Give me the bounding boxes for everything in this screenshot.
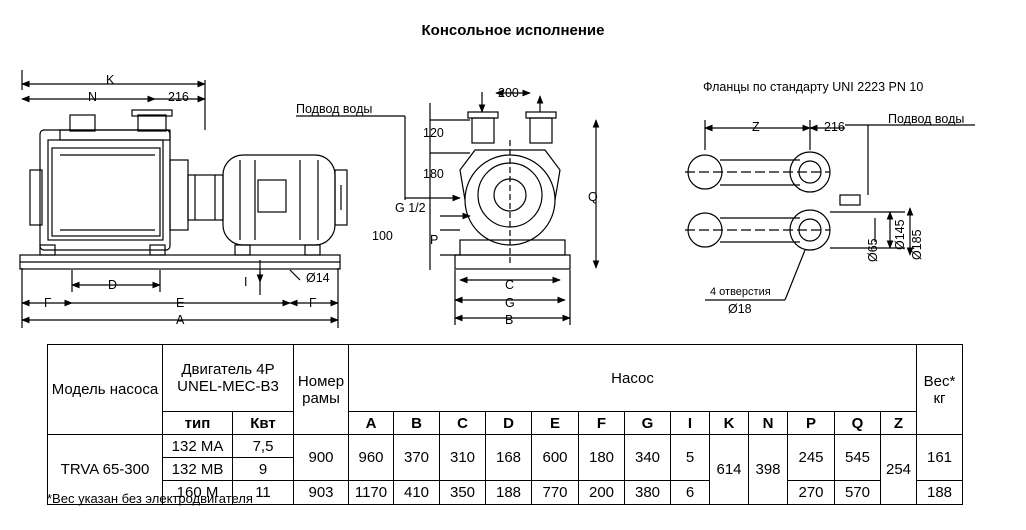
cell-kw: 7,5 xyxy=(232,434,294,458)
cell-weight: 161 xyxy=(916,434,963,481)
dim-120-label: 120 xyxy=(423,126,444,140)
col-z: Z xyxy=(880,411,917,435)
col-c: C xyxy=(439,411,486,435)
cell-b: 410 xyxy=(393,480,440,505)
page-title: Консольное исполнение xyxy=(421,22,605,39)
cell-q: 545 xyxy=(834,434,881,481)
dim-b-label: B xyxy=(505,313,514,327)
dim-d-label: D xyxy=(108,278,118,292)
col-p: P xyxy=(787,411,835,435)
header-frame: Номер рамы xyxy=(293,344,349,435)
dim-e-label: E xyxy=(176,296,185,310)
spec-table: Модель насоса Двигатель 4P UNEL-MEC-B3 Н… xyxy=(47,344,963,505)
col-a: A xyxy=(348,411,394,435)
footnote: *Вес указан без электродвигателя xyxy=(47,491,253,506)
cell-a: 960 xyxy=(348,434,394,481)
flange-water-inlet-label: Подвод воды xyxy=(888,112,965,126)
dim-p-label: P xyxy=(430,233,439,247)
cell-g: 380 xyxy=(624,480,671,505)
header-motor: Двигатель 4P UNEL-MEC-B3 xyxy=(162,344,294,412)
col-k: K xyxy=(709,411,749,435)
side-view-drawing xyxy=(19,70,348,328)
table-row: 160 M 11 903 1170 410 350 188 770 200 38… xyxy=(48,480,963,505)
dim-k-label: K xyxy=(106,73,115,87)
cell-g: 340 xyxy=(624,434,671,481)
table-row: TRVA 65-300 132 MA 7,5 900 960 370 310 1… xyxy=(47,434,963,505)
dim-100-label: 100 xyxy=(372,229,393,243)
water-inlet-label: Подвод воды xyxy=(296,102,373,116)
col-i: I xyxy=(670,411,710,435)
dim-d65-label: Ø65 xyxy=(866,238,880,262)
header-kw: Квт xyxy=(232,411,294,435)
dim-f-right-label: F xyxy=(309,296,317,310)
cell-n: 398 xyxy=(748,434,788,505)
cell-f: 180 xyxy=(578,434,625,481)
cell-z: 254 xyxy=(880,434,917,505)
cell-i: 6 xyxy=(670,480,710,505)
cell-frame: 903 xyxy=(293,480,349,505)
cell-c: 350 xyxy=(439,480,486,505)
col-q: Q xyxy=(834,411,881,435)
cell-d: 168 xyxy=(485,434,532,481)
cell-k: 614 xyxy=(709,434,749,505)
col-b: B xyxy=(393,411,440,435)
header-type: тип xyxy=(162,411,233,435)
cell-c: 310 xyxy=(439,434,486,481)
dim-d18-label: Ø18 xyxy=(728,302,752,316)
cell-d: 188 xyxy=(485,480,532,505)
table-row: 132 MB 9 xyxy=(48,457,963,481)
dim-d185-label: Ø185 xyxy=(910,229,924,260)
header-model: Модель насоса xyxy=(47,344,163,435)
col-n: N xyxy=(748,411,788,435)
flange-view-drawing xyxy=(685,120,975,301)
front-view-drawing xyxy=(296,89,600,325)
cell-i: 5 xyxy=(670,434,710,481)
dim-d14-label: Ø14 xyxy=(306,271,330,285)
dim-180-label: 180 xyxy=(423,167,444,181)
cell-weight: 188 xyxy=(916,480,963,505)
cell-a: 1170 xyxy=(348,480,394,505)
cell-q: 570 xyxy=(834,480,881,505)
cell-e: 770 xyxy=(531,480,579,505)
dim-q-label: Q xyxy=(588,190,598,204)
dim-d145-label: Ø145 xyxy=(893,219,907,250)
dim-200-label: 200 xyxy=(498,86,519,100)
cell-f: 200 xyxy=(578,480,625,505)
technical-drawing xyxy=(19,70,975,328)
dim-216-label: 216 xyxy=(168,90,189,104)
col-e: E xyxy=(531,411,579,435)
dim-a-label: A xyxy=(176,313,185,327)
header-weight: Вес* кг xyxy=(916,344,963,435)
col-g: G xyxy=(624,411,671,435)
dim-g-label: G xyxy=(505,296,515,310)
cell-p: 245 xyxy=(787,434,835,481)
cell-b: 370 xyxy=(393,434,440,481)
cell-kw: 9 xyxy=(232,457,294,481)
dim-n-label: N xyxy=(88,90,98,104)
flange-standard-label: Фланцы по стандарту UNI 2223 PN 10 xyxy=(703,80,924,94)
dim-i-label: I xyxy=(244,275,248,289)
flange-dim-216-label: 216 xyxy=(824,120,845,134)
cell-p: 270 xyxy=(787,480,835,505)
header-pump: Насос xyxy=(348,344,917,412)
cell-kw: 11 xyxy=(232,480,294,505)
cell-model: TRVA 65-300 xyxy=(47,434,163,505)
cell-type: 132 MA xyxy=(162,434,233,458)
cell-type: 132 MB xyxy=(162,457,233,481)
dim-z-label: Z xyxy=(752,120,760,134)
cell-e: 600 xyxy=(531,434,579,481)
col-d: D xyxy=(485,411,532,435)
dim-c-label: C xyxy=(505,278,515,292)
col-f: F xyxy=(578,411,625,435)
dim-g12-label: G 1/2 xyxy=(395,201,426,215)
dim-f-left-label: F xyxy=(44,296,52,310)
holes-label: 4 отверстия xyxy=(710,286,771,298)
cell-frame: 900 xyxy=(293,434,349,481)
